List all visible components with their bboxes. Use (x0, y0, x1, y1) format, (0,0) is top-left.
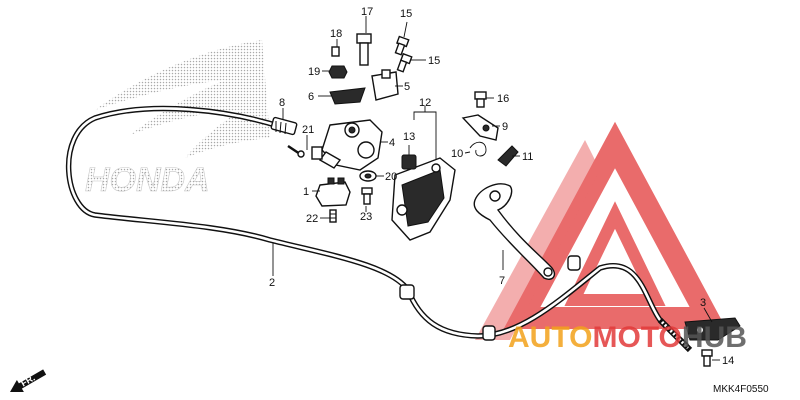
watermark-part1: AUTO (508, 321, 592, 354)
callout-3: 3 (700, 297, 706, 309)
callout-8: 8 (279, 97, 285, 109)
callout-5: 5 (404, 81, 410, 93)
callout-11: 11 (522, 151, 533, 163)
watermark-text: AUTOMOTOHUB (508, 321, 747, 354)
bolt-18 (331, 46, 340, 57)
clutch-lever-bracket (311, 119, 383, 171)
callout-20: 20 (385, 171, 397, 183)
collar-20 (359, 170, 377, 182)
honda-wing-logo: HONDA (85, 40, 270, 199)
holder-5 (371, 69, 399, 101)
plate-9 (461, 114, 499, 141)
callout-19: 19 (308, 66, 320, 78)
callout-9: 9 (502, 121, 508, 133)
callout-15-lower: 15 (428, 55, 440, 67)
bushing-13 (401, 154, 417, 170)
cable-adjuster (270, 116, 305, 158)
bolt-16 (474, 91, 487, 108)
callout-17: 17 (361, 6, 373, 18)
nut-19 (328, 65, 348, 79)
front-direction-arrow: FR. (10, 369, 47, 393)
svg-text:AUTOMOTOHUB: AUTOMOTOHUB (508, 321, 747, 354)
callout-12: 12 (419, 97, 431, 109)
bracket-12 (391, 157, 456, 241)
arm-7 (473, 183, 556, 280)
callout-21: 21 (302, 124, 314, 136)
screw-22 (329, 209, 337, 223)
diagram-code: MKK4F0550 (713, 384, 769, 395)
callout-4: 4 (389, 137, 395, 149)
bolt-15-upper (394, 35, 410, 56)
bolt-15-lower (396, 52, 413, 73)
callout-22: 22 (306, 213, 318, 225)
plate-6 (329, 87, 366, 105)
bolt-17 (356, 33, 372, 66)
bolt-14 (701, 349, 713, 367)
callout-7: 7 (499, 275, 505, 287)
callout-6: 6 (308, 91, 314, 103)
callout-18: 18 (330, 28, 342, 40)
spring-10 (469, 141, 487, 157)
callout-16: 16 (497, 93, 509, 105)
bracket-3 (684, 317, 741, 341)
leader-lines (272, 16, 720, 361)
watermark-inner-triangle (564, 201, 666, 306)
clip-11 (497, 145, 519, 167)
watermark-logo (475, 121, 727, 340)
clutch-cable (65, 105, 693, 353)
callout-1: 1 (303, 186, 309, 198)
clutch-switch (315, 177, 351, 207)
watermark-part2: MOTO (592, 321, 681, 354)
honda-wordmark: HONDA (85, 161, 210, 199)
callout-15-upper: 15 (400, 8, 412, 20)
callout-14: 14 (722, 355, 734, 367)
bolt-23 (361, 187, 373, 205)
callout-10: 10 (451, 148, 463, 160)
callout-13: 13 (403, 131, 415, 143)
callout-2: 2 (269, 277, 275, 289)
callout-23: 23 (360, 211, 372, 223)
watermark-part3: HUB (682, 321, 747, 354)
watermark-outer-triangle (503, 121, 727, 329)
callouts: 17 18 19 15 15 5 6 8 21 4 1 22 23 20 13 … (269, 6, 734, 367)
